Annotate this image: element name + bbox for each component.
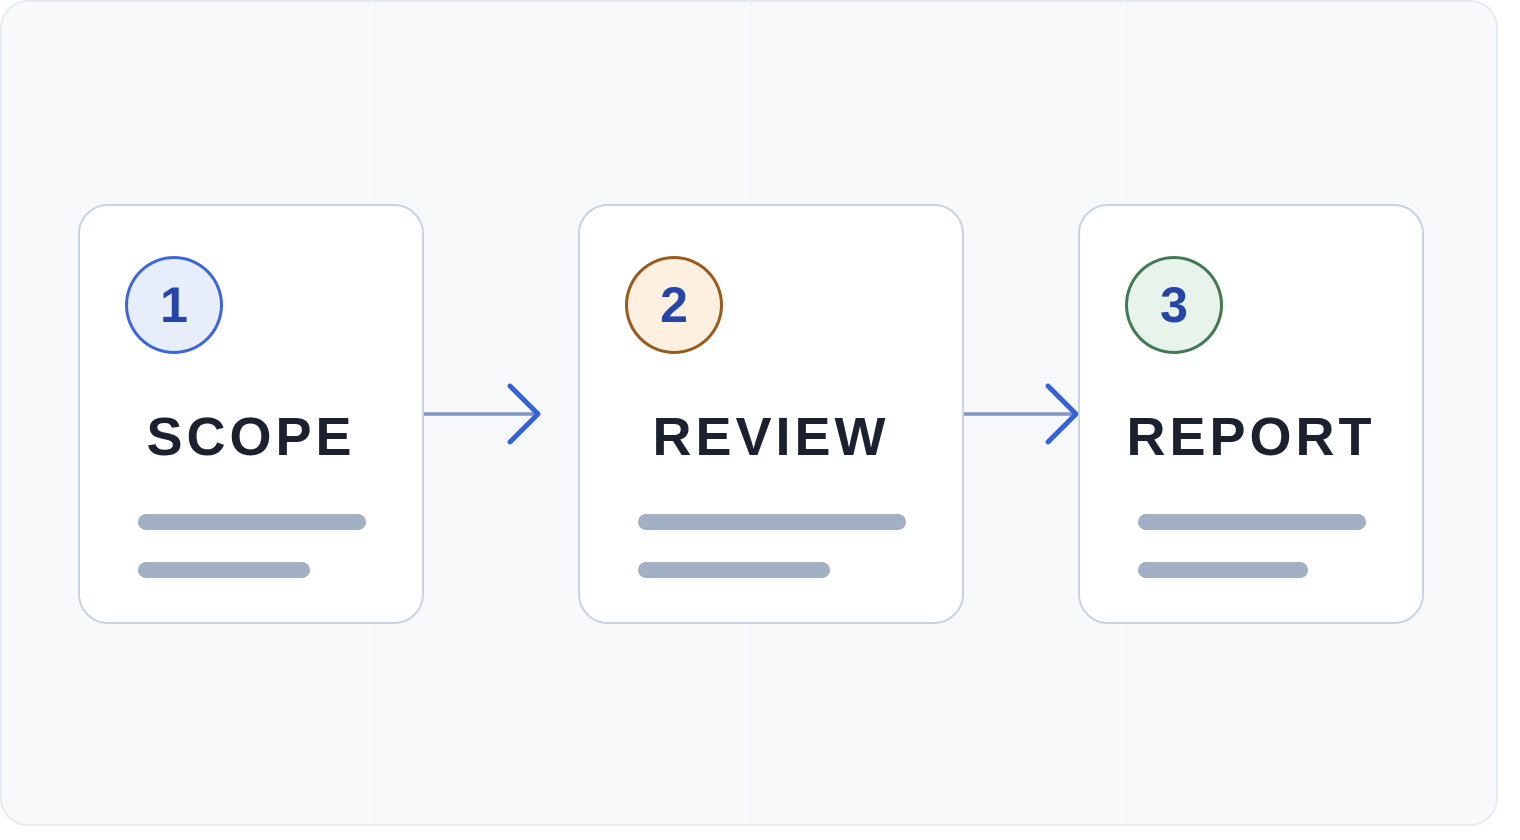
step-title: REPORT	[1126, 407, 1376, 467]
arrow-head	[507, 383, 541, 445]
placeholder-text-line	[638, 562, 830, 578]
step-number: 1	[160, 277, 188, 333]
placeholder-text-line	[638, 514, 906, 530]
placeholder-text-line	[138, 514, 366, 530]
step-number: 3	[1160, 277, 1188, 333]
placeholder-text-line	[1138, 562, 1308, 578]
step-number-badge: 2	[625, 256, 723, 354]
step-card-scope: 1 SCOPE	[78, 204, 424, 624]
connector-arrow	[424, 383, 541, 445]
diagram-canvas: 1 SCOPE 2 REVIEW 3 REPORT	[0, 0, 1498, 826]
step-title: SCOPE	[146, 407, 356, 467]
step-number: 2	[660, 277, 688, 333]
connector-arrow	[964, 383, 1079, 445]
step-title: REVIEW	[652, 407, 890, 467]
step-number-badge: 3	[1125, 256, 1223, 354]
placeholder-text-line	[1138, 514, 1366, 530]
step-card-report: 3 REPORT	[1078, 204, 1424, 624]
arrow-head	[1045, 383, 1079, 445]
placeholder-text-line	[138, 562, 310, 578]
step-card-review: 2 REVIEW	[578, 204, 964, 624]
step-number-badge: 1	[125, 256, 223, 354]
